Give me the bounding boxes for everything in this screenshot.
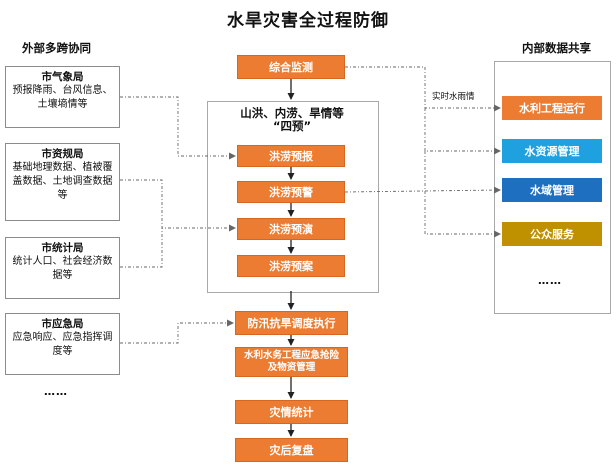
- dispatch-box: 防汛抗旱调度执行: [235, 311, 348, 335]
- monitoring-box: 综合监测: [237, 55, 345, 79]
- flood-forecast-box: 洪涝预报: [237, 145, 345, 167]
- right-item-public-service: 公众服务: [502, 222, 602, 246]
- post-disaster-review-box: 灾后复盘: [235, 438, 348, 462]
- realtime-label: 实时水雨情: [432, 92, 475, 102]
- agency-name: 市气象局: [41, 71, 84, 83]
- four-pre-title: 山洪、内涝、旱情等 “四预”: [207, 107, 377, 133]
- agency-box-emergency: 市应急局 应急响应、应急指挥调度等: [5, 313, 120, 375]
- agency-box-statistics: 市统计局 统计人口、社会经济数据等: [5, 237, 120, 299]
- right-item-label: 水利工程运行: [519, 102, 585, 115]
- flood-warning-box: 洪涝预警: [237, 181, 345, 203]
- right-item-waters: 水域管理: [502, 178, 602, 202]
- monitoring-to-right-connector: [345, 66, 501, 112]
- emergency-connector: [120, 319, 234, 344]
- agency-box-weather: 市气象局 预报降雨、台风信息、土壤墒情等: [5, 66, 120, 128]
- left-heading: 外部多跨协同: [22, 41, 91, 55]
- agency-name: 市应急局: [41, 318, 84, 330]
- four-pre-title-line1: 山洪、内涝、旱情等: [240, 106, 344, 120]
- left-more: ……: [44, 385, 68, 398]
- page-title: 水旱灾害全过程防御: [227, 11, 389, 31]
- agency-box-planning: 市资规局 基础地理数据、植被覆盖数据、土地调查数据等: [5, 143, 120, 221]
- flood-rehearsal-box: 洪涝预演: [237, 218, 345, 240]
- right-item-label: 公众服务: [530, 228, 574, 241]
- four-pre-title-line2: “四预”: [272, 119, 312, 133]
- right-item-water-resources: 水资源管理: [502, 139, 602, 163]
- agency-desc: 统计人口、社会经济数据等: [12, 256, 113, 281]
- agency-desc: 基础地理数据、植被覆盖数据、土地调查数据等: [12, 162, 113, 201]
- agency-name: 市统计局: [41, 242, 84, 254]
- weather-connector: [120, 96, 236, 160]
- emergency-rescue-box: 水利水务工程应急抢险及物资管理: [235, 347, 348, 377]
- right-item-label: 水资源管理: [524, 145, 580, 158]
- right-item-label: 水域管理: [530, 184, 574, 197]
- disaster-statistics-box: 灾情统计: [235, 400, 348, 424]
- right-more: ……: [538, 274, 562, 287]
- branch-water-resources: [424, 108, 501, 155]
- branch-public-service: [424, 151, 501, 238]
- agency-desc: 应急响应、应急指挥调度等: [12, 332, 113, 357]
- warning-to-waters-connector: [344, 186, 501, 194]
- planning-connector: [120, 179, 236, 232]
- statistics-connector: [120, 228, 163, 268]
- right-heading: 内部数据共享: [522, 41, 591, 55]
- flood-plan-box: 洪涝预案: [237, 255, 345, 277]
- agency-desc: 预报降雨、台风信息、土壤墒情等: [12, 85, 113, 110]
- agency-name: 市资规局: [41, 148, 84, 160]
- right-item-engineering: 水利工程运行: [502, 96, 602, 120]
